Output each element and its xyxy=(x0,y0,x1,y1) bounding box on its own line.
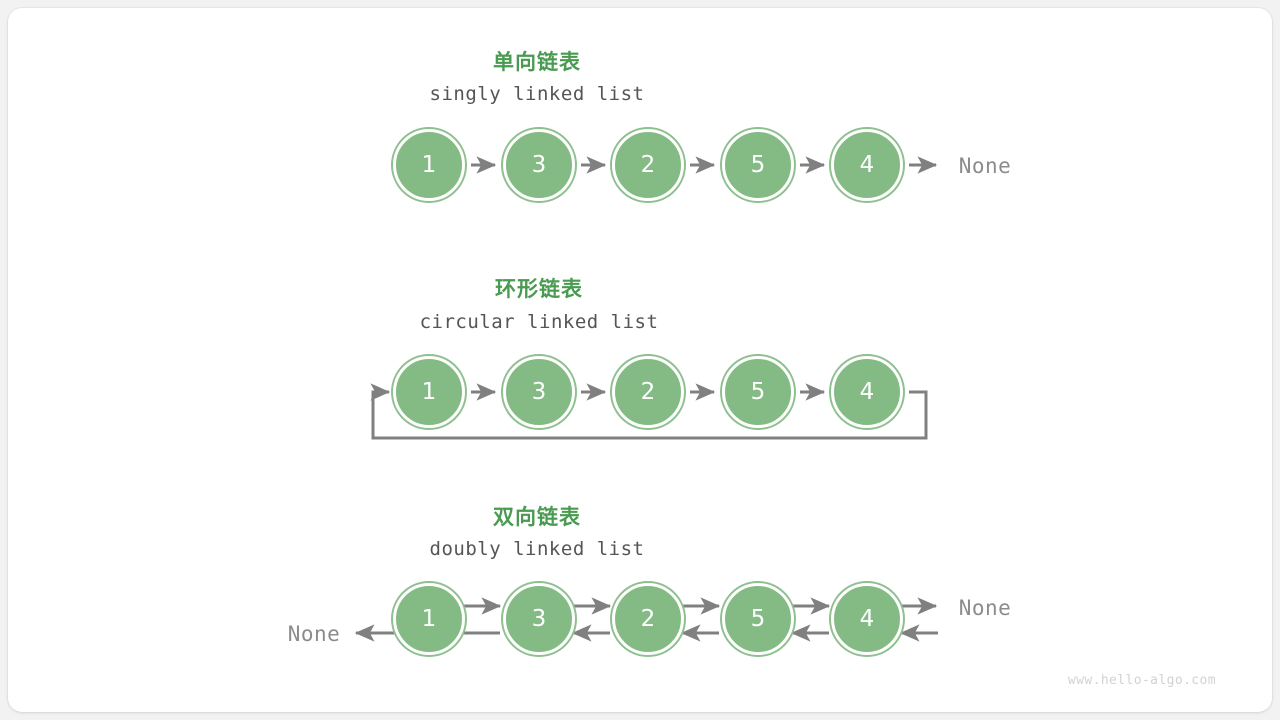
node-value: 5 xyxy=(750,151,766,178)
arrows-layer xyxy=(354,156,938,642)
diagram-card: 单向链表 singly linked list 1 3 2 5 4 None 环… xyxy=(8,8,1272,712)
circular-node-2[interactable]: 2 xyxy=(612,356,684,428)
node-value: 1 xyxy=(421,605,437,632)
node-value: 1 xyxy=(421,378,437,405)
circular-heading: 环形链表 xyxy=(495,277,583,301)
singly-none-right: None xyxy=(958,154,1012,178)
circular-node-3[interactable]: 5 xyxy=(722,356,794,428)
circular-node-4[interactable]: 4 xyxy=(831,356,903,428)
node-value: 3 xyxy=(531,605,547,632)
node-value: 1 xyxy=(421,151,437,178)
circular-node-0[interactable]: 1 xyxy=(393,356,465,428)
node-value: 3 xyxy=(531,378,547,405)
doubly-heading: 双向链表 xyxy=(493,505,581,529)
singly-node-2[interactable]: 2 xyxy=(612,129,684,201)
singly-node-0[interactable]: 1 xyxy=(393,129,465,201)
node-value: 4 xyxy=(859,378,875,405)
doubly-node-2[interactable]: 2 xyxy=(612,583,684,655)
singly-node-4[interactable]: 4 xyxy=(831,129,903,201)
doubly-none-right: None xyxy=(958,596,1012,620)
node-value: 2 xyxy=(640,151,656,178)
doubly-node-0[interactable]: 1 xyxy=(393,583,465,655)
doubly-none-left: None xyxy=(287,622,341,646)
node-value: 5 xyxy=(750,605,766,632)
node-value: 3 xyxy=(531,151,547,178)
node-value: 2 xyxy=(640,378,656,405)
singly-node-1[interactable]: 3 xyxy=(503,129,575,201)
circular-subheading: circular linked list xyxy=(419,311,659,333)
doubly-subheading: doubly linked list xyxy=(429,538,645,560)
doubly-node-4[interactable]: 4 xyxy=(831,583,903,655)
node-value: 4 xyxy=(859,151,875,178)
doubly-node-1[interactable]: 3 xyxy=(503,583,575,655)
singly-heading: 单向链表 xyxy=(493,50,581,74)
doubly-node-3[interactable]: 5 xyxy=(722,583,794,655)
node-value: 2 xyxy=(640,605,656,632)
node-value: 5 xyxy=(750,378,766,405)
singly-node-3[interactable]: 5 xyxy=(722,129,794,201)
circular-node-1[interactable]: 3 xyxy=(503,356,575,428)
watermark: www.hello-algo.com xyxy=(1067,673,1216,688)
singly-subheading: singly linked list xyxy=(429,83,645,105)
node-value: 4 xyxy=(859,605,875,632)
circular-loop-path xyxy=(370,383,928,440)
